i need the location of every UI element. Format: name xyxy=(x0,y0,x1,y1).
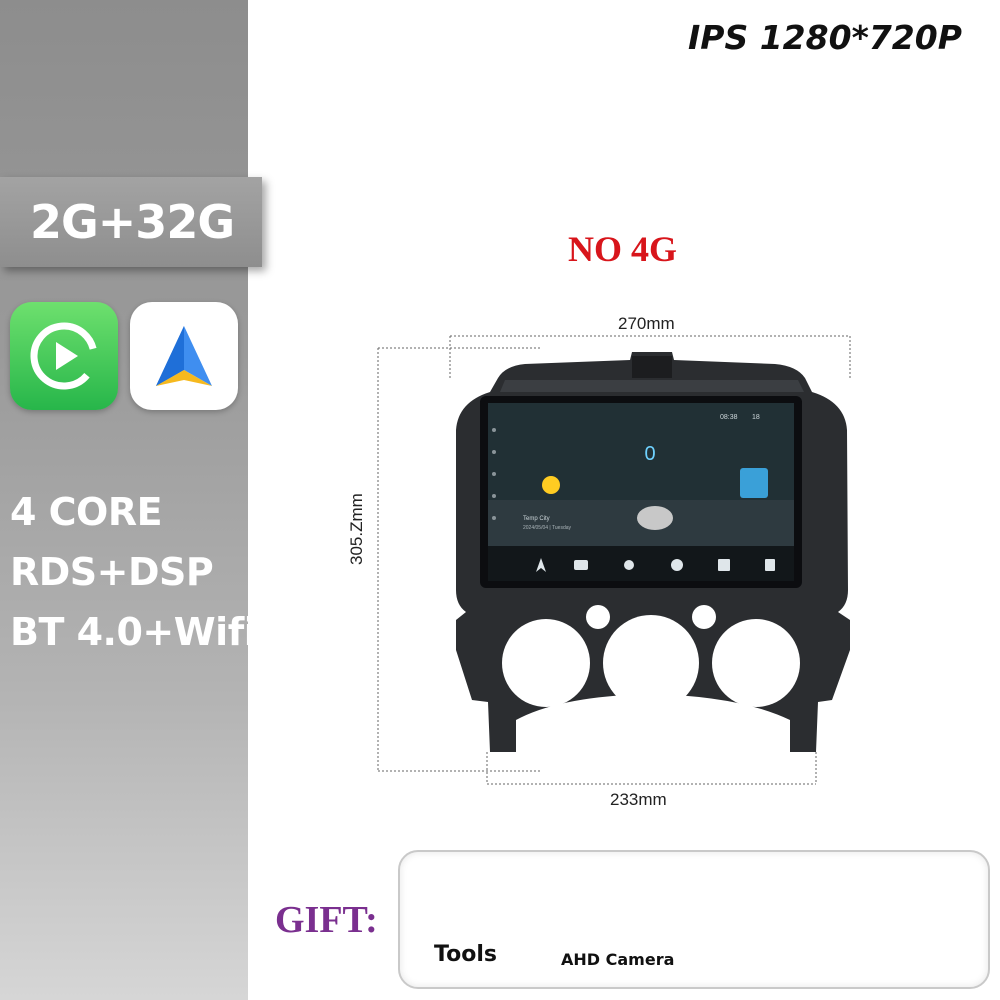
left-sidebar xyxy=(0,0,248,1000)
network-label: NO 4G xyxy=(568,229,678,269)
carplay-icon xyxy=(10,302,118,410)
feature-connectivity: BT 4.0+Wifi xyxy=(10,610,257,654)
gift-box xyxy=(398,850,990,989)
android-auto-icon xyxy=(130,302,238,410)
dash-frame xyxy=(456,352,850,758)
top-width-label: 270mm xyxy=(618,314,675,333)
ram-storage-badge: 2G+32G xyxy=(0,177,262,267)
gift-item-camera: AHD Camera xyxy=(561,950,675,969)
screen-date: 2024/05/04 | Tuesday xyxy=(523,525,572,531)
dimension-lines xyxy=(377,335,851,785)
screen-clock: 08:38 xyxy=(720,414,738,421)
resolution-label: IPS 1280*720P xyxy=(688,18,962,57)
bottom-width-label: 233mm xyxy=(610,790,667,809)
feature-cpu: 4 CORE xyxy=(10,490,163,534)
gift-label: GIFT: xyxy=(275,899,378,941)
feature-audio: RDS+DSP xyxy=(10,550,214,594)
screen-battery: 18 xyxy=(752,414,760,421)
height-label: 305.Zmm xyxy=(347,493,366,565)
screen-city: Temp City xyxy=(523,516,550,522)
ram-storage-label: 2G+32G xyxy=(30,195,235,249)
screen-speed: 0 xyxy=(644,443,655,465)
head-unit-screen xyxy=(480,396,802,588)
gift-item-tools: Tools xyxy=(434,942,497,967)
